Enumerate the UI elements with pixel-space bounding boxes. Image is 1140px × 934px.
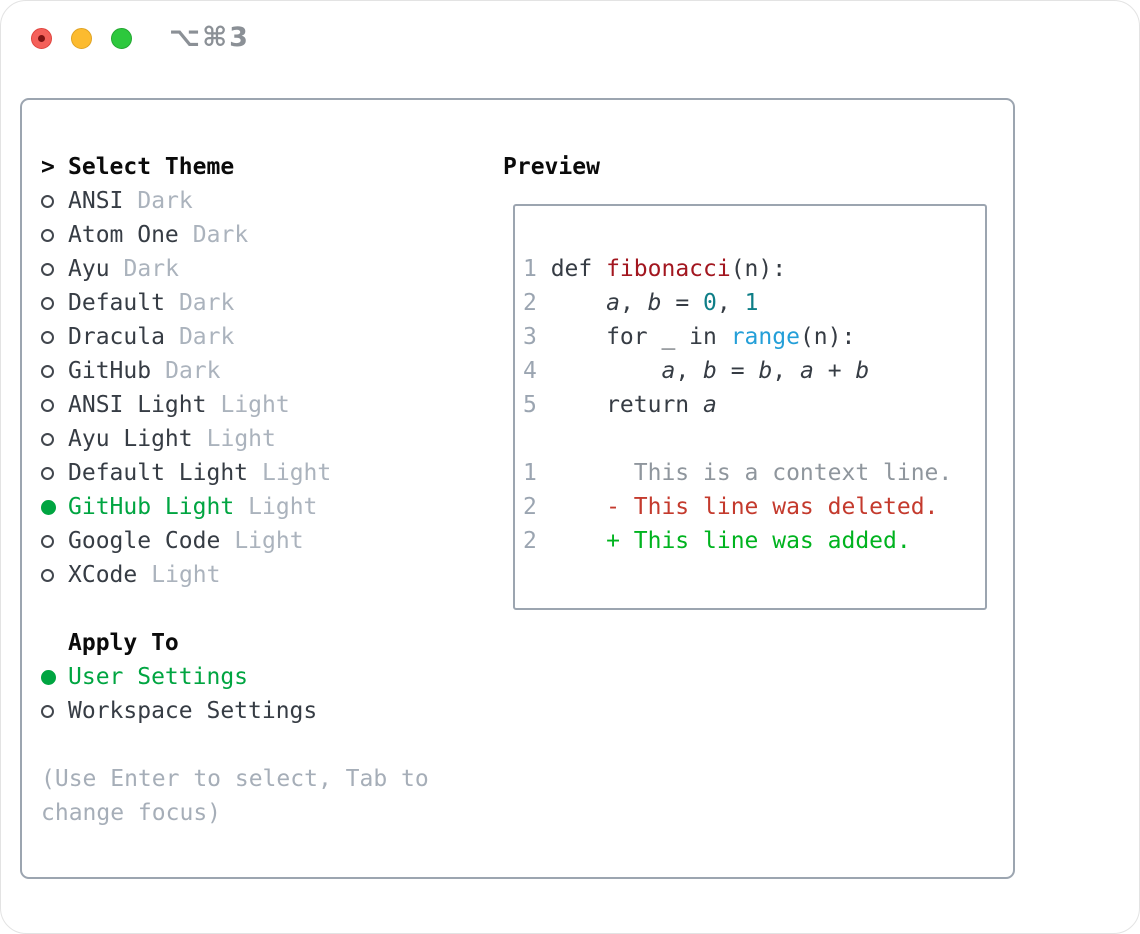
radio-icon bbox=[41, 398, 54, 412]
code-line-3: 3 for _ in range(n): bbox=[523, 320, 977, 354]
theme-variant-label: Light bbox=[248, 494, 318, 520]
theme-option-dracula[interactable]: Dracula Dark bbox=[41, 320, 429, 354]
theme-option-google-code[interactable]: Google Code Light bbox=[41, 524, 429, 558]
theme-option-label: Google Code bbox=[68, 528, 221, 554]
diff-line-added: 2 + This line was added. bbox=[523, 524, 977, 558]
theme-variant-label: Light bbox=[262, 460, 332, 486]
radio-icon bbox=[41, 262, 54, 276]
theme-option-github[interactable]: GitHub Dark bbox=[41, 354, 429, 388]
line-number: 2 bbox=[523, 290, 537, 316]
theme-option-default-light[interactable]: Default Light Light bbox=[41, 456, 429, 490]
line-number: 3 bbox=[523, 324, 537, 350]
theme-option-ayu-light[interactable]: Ayu Light Light bbox=[41, 422, 429, 456]
theme-option-label: ANSI bbox=[68, 188, 124, 214]
radio-selected-icon bbox=[41, 499, 56, 515]
diff-line-context: 1 This is a context line. bbox=[523, 456, 977, 490]
radio-icon bbox=[41, 228, 54, 242]
spacer bbox=[523, 422, 977, 456]
line-number: 5 bbox=[523, 392, 537, 418]
select-theme-header: > Select Theme bbox=[41, 150, 429, 184]
theme-option-label: Default bbox=[68, 290, 165, 316]
theme-variant-label: Light bbox=[220, 392, 290, 418]
radio-icon bbox=[41, 466, 54, 480]
code-line-2: 2 a, b = 0, 1 bbox=[523, 286, 977, 320]
radio-icon bbox=[41, 194, 54, 208]
theme-variant-label: Dark bbox=[165, 358, 221, 384]
radio-selected-icon bbox=[41, 669, 56, 685]
help-text: (Use Enter to select, Tab to change focu… bbox=[41, 762, 429, 830]
preview-title: Preview bbox=[503, 154, 600, 180]
help-line-2: change focus) bbox=[41, 800, 222, 826]
theme-option-label: GitHub bbox=[68, 358, 152, 384]
radio-icon bbox=[41, 568, 54, 582]
line-number: 2 bbox=[523, 494, 537, 520]
theme-variant-label: Dark bbox=[178, 290, 235, 316]
theme-option-atom-one[interactable]: Atom One Dark bbox=[41, 218, 429, 252]
theme-option-ansi-light[interactable]: ANSI Light Light bbox=[41, 388, 429, 422]
close-button[interactable] bbox=[31, 28, 52, 49]
theme-option-label: Ayu Light bbox=[68, 426, 193, 452]
line-number: 1 bbox=[523, 460, 537, 486]
apply-to-title: Apply To bbox=[68, 630, 179, 656]
close-dot-icon bbox=[38, 35, 45, 42]
apply-option-workspace-settings[interactable]: Workspace Settings bbox=[41, 694, 429, 728]
theme-variant-label: Light bbox=[206, 426, 276, 452]
theme-option-label: Default Light bbox=[68, 460, 249, 486]
help-line-1: (Use Enter to select, Tab to bbox=[41, 766, 429, 792]
minimize-button[interactable] bbox=[71, 28, 92, 49]
theme-variant-label: Dark bbox=[192, 222, 249, 248]
line-number: 1 bbox=[523, 256, 537, 282]
theme-option-label: Dracula bbox=[68, 324, 165, 350]
theme-variant-label: Dark bbox=[178, 324, 235, 350]
theme-option-xcode[interactable]: XCode Light bbox=[41, 558, 429, 592]
radio-icon bbox=[41, 534, 54, 548]
theme-option-ayu[interactable]: Ayu Dark bbox=[41, 252, 429, 286]
theme-variant-label: Light bbox=[234, 528, 304, 554]
select-theme-title: Select Theme bbox=[68, 154, 235, 180]
radio-icon bbox=[41, 330, 54, 344]
diff-line-deleted: 2 - This line was deleted. bbox=[523, 490, 977, 524]
theme-variant-label: Dark bbox=[137, 188, 193, 214]
preview-diff: 1 This is a context line.2 - This line w… bbox=[523, 456, 977, 558]
theme-option-default[interactable]: Default Dark bbox=[41, 286, 429, 320]
theme-option-ansi[interactable]: ANSI Dark bbox=[41, 184, 429, 218]
titlebar: ⌥⌘3 bbox=[1, 1, 1139, 76]
theme-option-label: Atom One bbox=[68, 222, 179, 248]
radio-icon bbox=[41, 704, 54, 718]
radio-icon bbox=[41, 432, 54, 446]
theme-option-label: GitHub Light bbox=[68, 494, 235, 520]
zoom-button[interactable] bbox=[111, 28, 132, 49]
spacer bbox=[41, 592, 429, 626]
line-number: 2 bbox=[523, 528, 537, 554]
theme-option-github-light[interactable]: GitHub Light Light bbox=[41, 490, 429, 524]
theme-variant-label: Light bbox=[151, 562, 221, 588]
window-shortcut-label: ⌥⌘3 bbox=[169, 22, 250, 53]
apply-option-label: User Settings bbox=[68, 664, 249, 690]
apply-option-user-settings[interactable]: User Settings bbox=[41, 660, 429, 694]
code-line-4: 4 a, b = b, a + b bbox=[523, 354, 977, 388]
radio-icon bbox=[41, 296, 54, 310]
apply-to-header: Apply To bbox=[41, 626, 429, 660]
line-number: 4 bbox=[523, 358, 537, 384]
theme-option-label: Ayu bbox=[68, 256, 110, 282]
prompt-icon: > bbox=[41, 154, 55, 180]
theme-option-label: XCode bbox=[68, 562, 138, 588]
apply-option-label: Workspace Settings bbox=[68, 698, 318, 724]
radio-icon bbox=[41, 364, 54, 378]
theme-option-label: ANSI Light bbox=[68, 392, 207, 418]
theme-variant-label: Dark bbox=[123, 256, 179, 282]
code-line-5: 5 return a bbox=[523, 388, 977, 422]
